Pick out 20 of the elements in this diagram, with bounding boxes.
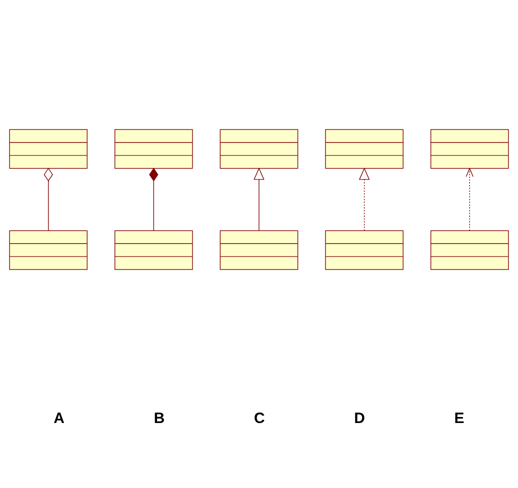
caption-letter: E [454, 410, 464, 427]
arrow [359, 168, 370, 232]
association-line [44, 168, 53, 232]
caption-letter: D [354, 410, 365, 427]
class-box [9, 230, 88, 270]
association-line [149, 168, 158, 232]
class-box [114, 130, 193, 170]
class-box [430, 230, 509, 270]
arrow [254, 168, 264, 232]
class-box [220, 130, 298, 170]
arrow [466, 168, 474, 232]
caption-letter: A [54, 410, 64, 427]
class-box [430, 130, 509, 170]
class-box [325, 230, 404, 270]
caption-letter: C [254, 410, 265, 427]
caption-letter: B [154, 410, 165, 427]
class-box [9, 130, 88, 170]
class-box [325, 130, 404, 170]
class-box [220, 230, 298, 270]
class-box [114, 230, 193, 270]
